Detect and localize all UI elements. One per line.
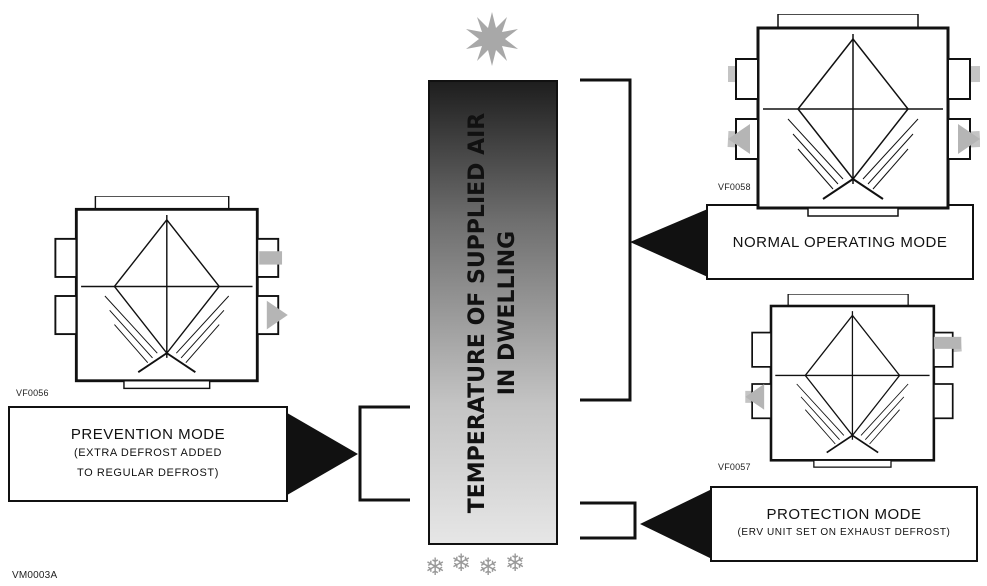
erv-unit-normal <box>727 14 980 218</box>
bar-label: TEMPERATURE OF SUPPLIED AIR IN DWELLING <box>428 80 558 545</box>
erv-unit-protection <box>745 294 962 469</box>
snowflake-icon: ❄ <box>478 553 499 581</box>
erv-unit-prevention <box>53 196 288 390</box>
pointer-normal <box>630 208 710 278</box>
snowflake-icon: ❄ <box>505 549 526 577</box>
prevention-mode-title: PREVENTION MODE <box>70 425 226 443</box>
prevention-mode-sub-line1: (EXTRA DEFROST ADDED <box>73 446 223 459</box>
bracket-normal <box>580 78 632 402</box>
prevention-mode-sub-line2: TO REGULAR DEFROST) <box>77 466 219 479</box>
snowflake-icon: ❄ <box>425 553 446 581</box>
bracket-prevention <box>358 405 410 502</box>
unit-code-vf0057: VF0057 <box>718 462 751 472</box>
unit-code-vf0056: VF0056 <box>16 388 49 398</box>
protection-mode-title: PROTECTION MODE <box>766 505 922 523</box>
snowflake-icon: ❄ <box>451 549 472 577</box>
normal-mode-title: NORMAL OPERATING MODE <box>732 233 948 251</box>
bracket-protection <box>580 501 637 540</box>
bar-label-line2: IN DWELLING <box>495 230 520 395</box>
prevention-mode-box: PREVENTION MODE (EXTRA DEFROST ADDED TO … <box>8 406 288 502</box>
supply-air-temperature-bar <box>428 80 558 545</box>
figure-id: VM0003A <box>12 570 58 581</box>
pointer-protection <box>640 489 712 559</box>
protection-mode-box: PROTECTION MODE (ERV UNIT SET ON EXHAUST… <box>710 486 978 562</box>
sun-icon <box>466 12 518 66</box>
unit-code-vf0058: VF0058 <box>718 182 751 192</box>
protection-mode-subtitle: (ERV UNIT SET ON EXHAUST DEFROST) <box>737 526 951 538</box>
pointer-prevention <box>282 410 358 498</box>
bar-label-line1: TEMPERATURE OF SUPPLIED AIR <box>465 112 490 513</box>
